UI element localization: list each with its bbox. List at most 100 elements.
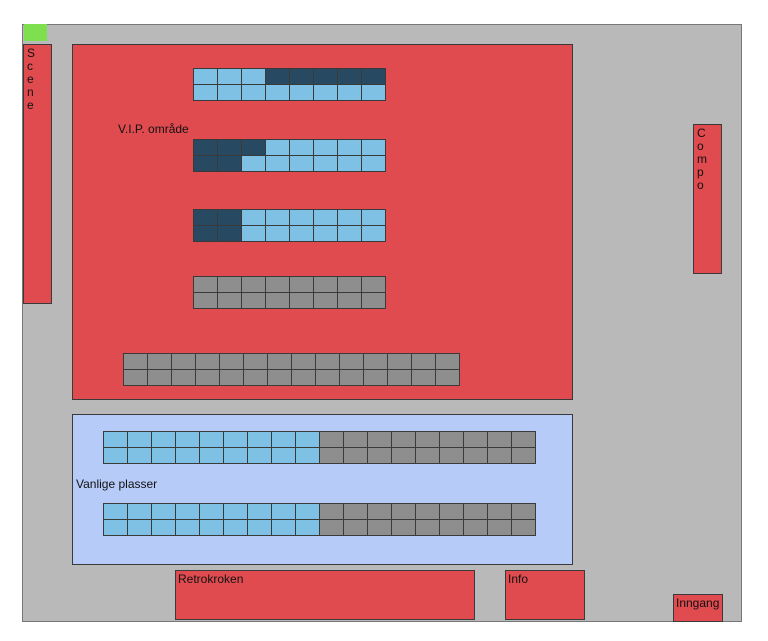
seat-available[interactable] — [223, 447, 248, 464]
entrance-zone[interactable]: Inngang — [673, 594, 723, 622]
seat-booked — [217, 155, 242, 172]
seat-available[interactable] — [151, 447, 176, 464]
seat-available[interactable] — [193, 68, 218, 85]
seat-available[interactable] — [361, 84, 386, 101]
seat-available[interactable] — [247, 447, 272, 464]
seat-available[interactable] — [199, 447, 224, 464]
retro-corner-zone[interactable]: Retrokroken — [175, 570, 475, 620]
seat-available[interactable] — [271, 519, 296, 536]
seat-available[interactable] — [199, 519, 224, 536]
seat-available[interactable] — [313, 155, 338, 172]
seat-available[interactable] — [337, 155, 362, 172]
seat-disabled — [343, 503, 368, 520]
seat-available[interactable] — [289, 225, 314, 242]
seat-available[interactable] — [289, 139, 314, 156]
seat-disabled — [511, 447, 536, 464]
seat-available[interactable] — [175, 431, 200, 448]
seat-available[interactable] — [127, 431, 152, 448]
seat-disabled — [343, 447, 368, 464]
seat-available[interactable] — [289, 209, 314, 226]
seat-available[interactable] — [361, 139, 386, 156]
seat-available[interactable] — [127, 519, 152, 536]
seat-available[interactable] — [241, 225, 266, 242]
seat-disabled — [487, 431, 512, 448]
seat-available[interactable] — [295, 519, 320, 536]
seat-available[interactable] — [175, 519, 200, 536]
scene-zone[interactable]: S c e n e — [23, 44, 52, 304]
seat-available[interactable] — [361, 209, 386, 226]
seat-available[interactable] — [265, 209, 290, 226]
compo-zone[interactable]: C o m p o — [693, 124, 722, 274]
seat-available[interactable] — [175, 503, 200, 520]
seat-available[interactable] — [241, 84, 266, 101]
regular-row-2-bottom — [103, 519, 536, 536]
seat-available[interactable] — [223, 519, 248, 536]
seat-disabled — [387, 369, 412, 386]
seat-available[interactable] — [289, 155, 314, 172]
seat-available[interactable] — [103, 519, 128, 536]
seat-disabled — [147, 369, 172, 386]
seat-available[interactable] — [223, 431, 248, 448]
seat-available[interactable] — [361, 155, 386, 172]
seat-available[interactable] — [151, 519, 176, 536]
seat-available[interactable] — [241, 209, 266, 226]
seat-available[interactable] — [271, 447, 296, 464]
seat-booked — [217, 139, 242, 156]
info-zone[interactable]: Info — [505, 570, 585, 620]
seat-available[interactable] — [265, 84, 290, 101]
seat-available[interactable] — [313, 225, 338, 242]
seat-available[interactable] — [313, 209, 338, 226]
seat-available[interactable] — [247, 519, 272, 536]
seat-available[interactable] — [337, 84, 362, 101]
seat-available[interactable] — [217, 68, 242, 85]
seat-available[interactable] — [337, 225, 362, 242]
seat-available[interactable] — [199, 431, 224, 448]
seat-available[interactable] — [295, 447, 320, 464]
seat-available[interactable] — [127, 447, 152, 464]
seat-available[interactable] — [271, 503, 296, 520]
seat-available[interactable] — [193, 84, 218, 101]
seat-booked — [193, 155, 218, 172]
seat-available[interactable] — [103, 431, 128, 448]
seat-disabled — [367, 431, 392, 448]
seat-available[interactable] — [313, 139, 338, 156]
seat-disabled — [487, 447, 512, 464]
seat-booked — [289, 68, 314, 85]
seat-disabled — [123, 369, 148, 386]
seat-available[interactable] — [295, 431, 320, 448]
seat-available[interactable] — [337, 139, 362, 156]
vip-area-label: V.I.P. område — [118, 122, 189, 136]
seat-available[interactable] — [241, 155, 266, 172]
seat-disabled — [337, 276, 362, 293]
seat-available[interactable] — [247, 431, 272, 448]
seat-available[interactable] — [199, 503, 224, 520]
seat-available[interactable] — [295, 503, 320, 520]
seat-available[interactable] — [151, 431, 176, 448]
seat-disabled — [363, 353, 388, 370]
seat-available[interactable] — [103, 447, 128, 464]
seat-available[interactable] — [151, 503, 176, 520]
seat-disabled — [195, 369, 220, 386]
seat-disabled — [463, 519, 488, 536]
seat-available[interactable] — [265, 155, 290, 172]
seat-disabled — [439, 431, 464, 448]
seat-available[interactable] — [241, 68, 266, 85]
seat-available[interactable] — [313, 84, 338, 101]
seat-available[interactable] — [217, 84, 242, 101]
seat-booked — [265, 68, 290, 85]
seat-disabled — [241, 292, 266, 309]
seat-available[interactable] — [265, 225, 290, 242]
seat-available[interactable] — [337, 209, 362, 226]
vip-row-5-top — [123, 353, 460, 370]
seat-available[interactable] — [127, 503, 152, 520]
seat-available[interactable] — [247, 503, 272, 520]
seat-available[interactable] — [103, 503, 128, 520]
regular-row-1-bottom — [103, 447, 536, 464]
seat-available[interactable] — [289, 84, 314, 101]
seat-available[interactable] — [271, 431, 296, 448]
seat-available[interactable] — [175, 447, 200, 464]
seat-booked — [241, 139, 266, 156]
seat-available[interactable] — [265, 139, 290, 156]
seat-available[interactable] — [361, 225, 386, 242]
seat-available[interactable] — [223, 503, 248, 520]
